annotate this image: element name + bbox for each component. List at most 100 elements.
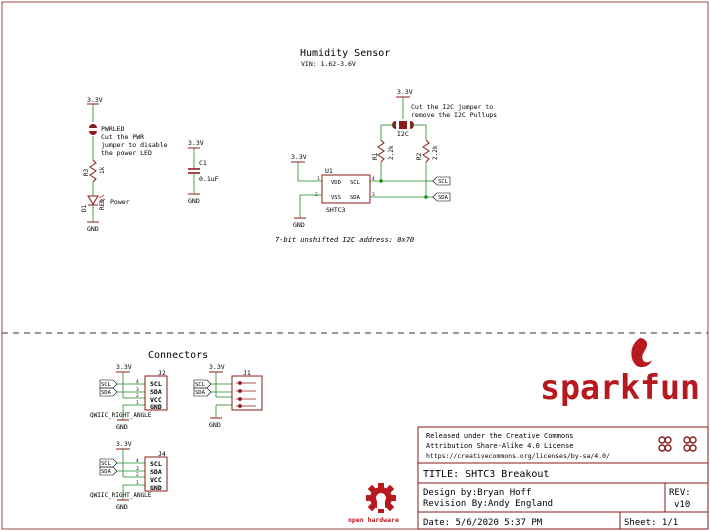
u1-ic-body [321, 174, 371, 204]
j4-pin-scl: SCL [150, 460, 162, 468]
sparkfun-logo: sparkfun [540, 338, 700, 408]
u1-name: SHTC3 [326, 206, 346, 214]
pwrled-note-1: Cut the PWR [101, 133, 144, 141]
rev-value: v10 [674, 500, 690, 510]
scl-net-label [432, 176, 451, 186]
sheet-text: Sheet: 1/1 [624, 518, 678, 528]
i2c-jumper-label: I2C [397, 130, 409, 138]
u1-ref: U1 [325, 167, 333, 175]
vin-note: VIN: 1.62-3.6V [301, 60, 356, 68]
j4-pin-gnd: GND [150, 484, 162, 492]
j2-scl-net: SCL [101, 382, 112, 388]
r3-ref: R3 [83, 168, 90, 176]
led-gnd-label: GND [87, 225, 99, 233]
j2-ref: J2 [158, 369, 166, 377]
u1-pin-num-3: 3 [372, 192, 375, 198]
j2-pin-num-3: 3 [136, 387, 139, 393]
j4-pin-sda: SDA [150, 468, 162, 476]
j2-pin-sda: SDA [150, 388, 162, 396]
j4-pin-num-3: 3 [136, 466, 139, 472]
u1-pin-vss: VSS [331, 195, 341, 201]
j1-body [231, 375, 263, 411]
r3-resistor [89, 159, 97, 183]
j2-pin-num-4: 4 [136, 379, 139, 385]
j4-ref: J4 [158, 450, 166, 458]
pwrled-label: PWRLED [101, 125, 125, 133]
d1-label: Power [110, 198, 130, 206]
sparkfun-flame-icon [631, 338, 652, 368]
j2-body [144, 375, 168, 411]
sda-net-label [432, 192, 451, 202]
title-block: Released under the Creative Commons Attr… [417, 426, 709, 530]
humidity-sensor-title: Humidity Sensor [300, 48, 390, 59]
j4-body [144, 456, 168, 492]
rev-label: REV: [669, 488, 691, 498]
j2-pin-vcc: VCC [150, 396, 162, 404]
j4-pin-num-4: 4 [136, 458, 139, 464]
design-by: Design by:Bryan Hoff [423, 488, 531, 498]
connectors-title: Connectors [148, 350, 208, 361]
j2-pin-gnd: GND [150, 403, 162, 411]
title-text: TITLE: SHTC3 Breakout [423, 469, 549, 480]
j4-qwiic-label: QWIIC_RIGHT_ANGLE [90, 492, 152, 499]
j2-pin-num-2: 2 [136, 393, 139, 399]
led-3v3-label: 3.3V [87, 96, 103, 104]
sda-net-text: SDA [438, 195, 449, 201]
j4-pin-num-1: 1 [136, 480, 139, 486]
pullup-3v3-label: 3.3V [397, 88, 413, 96]
cap-3v3-label: 3.3V [188, 139, 204, 147]
date-text: Date: 5/6/2020 5:37 PM [423, 518, 543, 528]
u1-pin-num-4: 4 [372, 176, 375, 182]
pwrled-note-3: the power LED [101, 149, 152, 157]
cc-by-sa-icon [658, 436, 697, 452]
j1-3v3-label: 3.3V [209, 363, 225, 371]
license-line-1: Released under the Creative Commons [426, 432, 574, 440]
cap-section: 3.3V C1 0.1uF GND [188, 139, 219, 205]
cap-gnd-label: GND [188, 197, 200, 205]
j4-pin-num-2: 2 [136, 472, 139, 478]
u1-pin-scl: SCL [350, 180, 361, 186]
j2-pin-num-1: 1 [136, 400, 139, 406]
r1-ref: R1 [372, 152, 379, 160]
d1-color: RED [99, 199, 106, 210]
j1-sda-net: SDA [195, 390, 206, 396]
sparkfun-wordmark: sparkfun [540, 368, 700, 408]
j2-3v3-label: 3.3V [116, 363, 132, 371]
d1-ref: D1 [81, 204, 88, 212]
r2-ref: R2 [416, 152, 423, 160]
r2-value: 2.2k [432, 145, 439, 160]
sensor-gnd-label: GND [293, 221, 305, 229]
j4-pin-vcc: VCC [150, 476, 162, 484]
j1-pins [236, 381, 256, 408]
i2c-jumper-note-1: Cut the I2C jumper to [411, 103, 493, 111]
j4-connector: 3.3V GND SCL SDA J4 SCL SDA VCC GND 4 3 … [90, 440, 168, 511]
i2c-address-note: 7-bit unshifted I2C address: 0x70 [275, 236, 414, 244]
pwrled-note-2: jumper to disable [101, 141, 168, 149]
r2-resistor [422, 139, 430, 163]
j4-sda-net: SDA [101, 469, 112, 475]
pwrled-jumper [89, 124, 97, 135]
u1-pin-num-1: 1 [317, 176, 320, 182]
sensor-3v3-label: 3.3V [291, 153, 307, 161]
sensor-section: 3.3V Cut the I2C jumper to remove the I2… [291, 88, 497, 229]
led-section: 3.3V PWRLED Cut the PWR jumper to disabl… [81, 96, 168, 233]
j4-gnd-label: GND [116, 503, 128, 511]
j2-connector: 3.3V GND SCL SDA J2 SCL SDA VCC GND 4 3 … [90, 363, 168, 431]
i2c-jumper-note-2: remove the I2C Pullups [411, 111, 497, 119]
j1-connector: 3.3V GND SCL SDA J1 [193, 363, 263, 429]
license-line-2: Attribution Share-Alike 4.0 License [426, 442, 574, 450]
j2-pin-scl: SCL [150, 380, 162, 388]
license-line-3: https://creativecommons.org/licenses/by-… [426, 452, 610, 460]
j2-qwiic-label: QWIIC_RIGHT_ANGLE [90, 412, 152, 419]
oshw-logo: open hardware [348, 483, 399, 524]
j1-gnd-label: GND [209, 421, 221, 429]
c1-value: 0.1uF [199, 175, 219, 183]
u1-pin-vdd: VDD [331, 180, 341, 186]
u1-pin-sda: SDA [350, 195, 361, 201]
j2-sda-net: SDA [101, 390, 112, 396]
oshw-text: open hardware [348, 516, 399, 524]
r1-resistor [377, 139, 385, 163]
j4-3v3-label: 3.3V [116, 440, 132, 448]
